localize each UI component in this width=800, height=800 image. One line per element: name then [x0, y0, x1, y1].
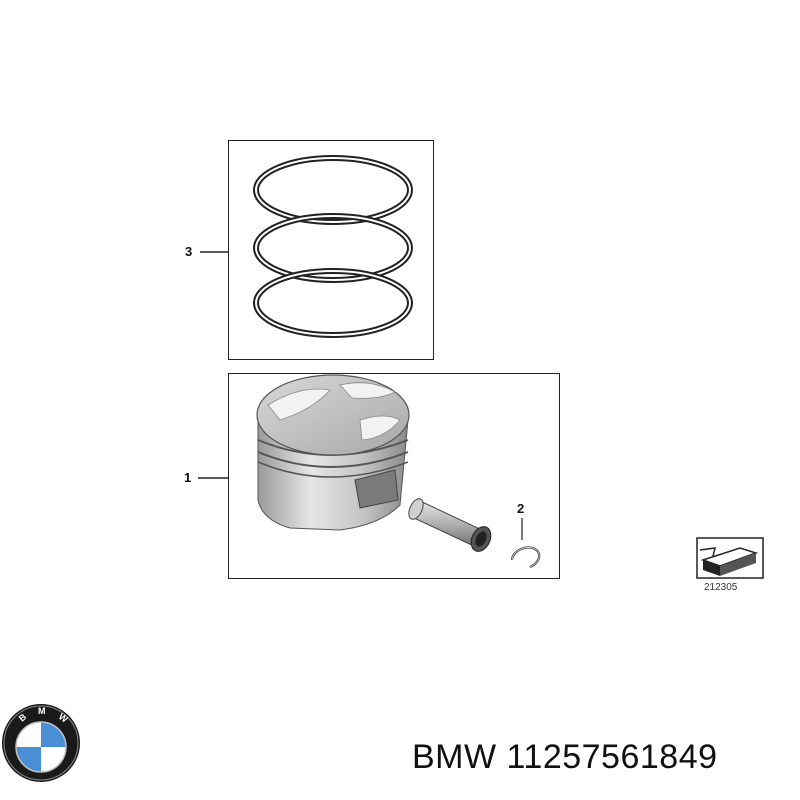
- piston-ring-set: [253, 155, 413, 338]
- callout-3: 3: [185, 244, 193, 259]
- diagram-code: 212305: [704, 582, 738, 593]
- ring-set-frame: [228, 140, 434, 360]
- bmw-logo: B M W: [2, 704, 80, 782]
- piston-pin: [408, 498, 492, 552]
- svg-text:M: M: [38, 706, 46, 716]
- part-number-label: BMW 11257561849: [412, 738, 718, 776]
- callout-1: 1: [184, 470, 192, 485]
- svg-text:B: B: [17, 711, 29, 723]
- callout-2: 2: [517, 501, 525, 516]
- diagram-reference-icon: [696, 537, 764, 579]
- circlip: [510, 546, 541, 569]
- piston-assembly-frame: [228, 373, 560, 579]
- piston: [256, 374, 410, 531]
